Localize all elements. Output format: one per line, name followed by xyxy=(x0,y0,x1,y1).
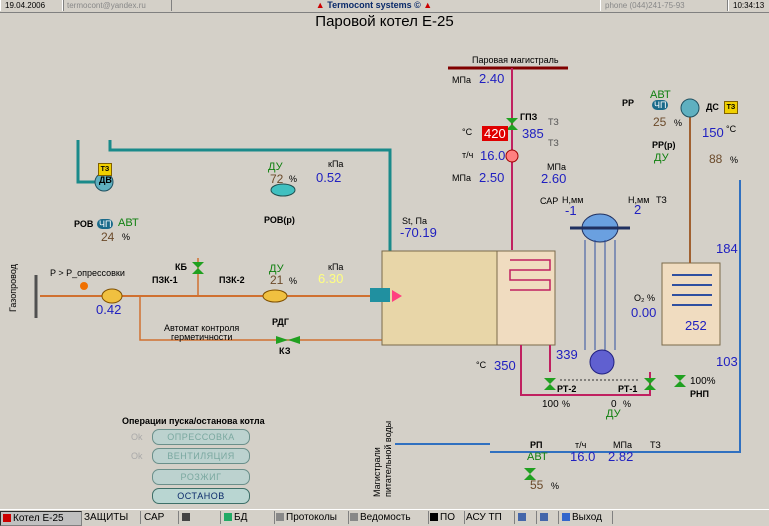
tab-db[interactable]: БД xyxy=(222,511,275,524)
gas-pressure: 0.42 xyxy=(96,302,122,317)
temp-value: 385 xyxy=(522,126,544,141)
temp-unit: °С xyxy=(462,127,473,137)
pressure-test-button[interactable]: ОПРЕССОВКА xyxy=(152,429,250,445)
tab-report[interactable]: Ведомость xyxy=(348,511,429,524)
tz-badge: ТЗ xyxy=(98,163,112,176)
tab-icon-2[interactable] xyxy=(538,511,559,524)
software-icon xyxy=(430,513,438,521)
steam-main-label: Паровая магистраль xyxy=(472,55,559,65)
mpa-unit: МПа xyxy=(452,75,471,85)
temp-350: 350 xyxy=(494,358,516,373)
air-pressure: 0.52 xyxy=(316,170,342,185)
clock: 10:34:13 xyxy=(728,0,769,11)
o2-value: 0.00 xyxy=(631,305,657,320)
value-252: 252 xyxy=(685,318,707,333)
date: 19.04.2006 xyxy=(0,0,64,11)
boiler-icon xyxy=(3,514,11,522)
tab-sar[interactable]: САР xyxy=(142,511,179,524)
drum-level-left: -1 xyxy=(565,203,577,218)
drum-level-right: 2 xyxy=(634,202,642,217)
tab-software[interactable]: ПО xyxy=(428,511,465,524)
temp-alarm: 420 xyxy=(482,126,508,141)
exit-icon xyxy=(562,513,570,521)
du1-percent: 72 xyxy=(270,172,284,186)
keyboard-icon xyxy=(182,513,190,521)
steam-pressure: 2.40 xyxy=(479,71,505,86)
gpz-label: ГПЗ xyxy=(520,112,538,122)
rp-percent: 55 xyxy=(530,478,544,492)
exit-button[interactable]: Выход xyxy=(560,511,613,524)
smoke-du-percent: 88 xyxy=(709,152,723,166)
database-icon xyxy=(224,513,232,521)
dv-percent: 24 xyxy=(101,230,115,244)
shutdown-button[interactable]: ОСТАНОВ xyxy=(152,488,250,504)
monitor-icon xyxy=(518,513,526,521)
arrow-icon xyxy=(540,513,548,521)
steam-pressure-2: 2.50 xyxy=(479,170,505,185)
taskbar: Котел Е-25 ЗАЩИТЫ САР БД Протоколы Ведом… xyxy=(0,509,769,526)
value-184: 184 xyxy=(716,241,738,256)
ds-percent: 25 xyxy=(653,115,667,129)
brand: ▲ Termocont systems © ▲ xyxy=(315,0,433,10)
ventilation-button[interactable]: ВЕНТИЛЯЦИЯ xyxy=(152,448,250,464)
drum-pressure: 2.60 xyxy=(541,171,567,186)
tab-boiler[interactable]: Котел Е-25 xyxy=(0,511,82,526)
temp-339: 339 xyxy=(556,347,578,362)
boiler-diagram xyxy=(34,66,741,480)
tab-protections[interactable]: ЗАЩИТЫ xyxy=(82,511,141,524)
tab-icon-1[interactable] xyxy=(516,511,537,524)
ops-title: Операции пуска/останова котла xyxy=(122,416,265,426)
steam-flow: 16.0 xyxy=(480,148,506,163)
tab-protocols[interactable]: Протоколы xyxy=(274,511,349,524)
page-title: Паровой котел Е-25 xyxy=(315,13,454,30)
tab-keyboard[interactable] xyxy=(180,511,221,524)
value-103: 103 xyxy=(716,354,738,369)
du2-percent: 21 xyxy=(270,273,284,287)
phone: phone (044)241-75-93 xyxy=(600,0,728,11)
protocol-icon xyxy=(276,513,284,521)
furnace-draft: -70.19 xyxy=(400,225,437,240)
feed-flow: 16.0 xyxy=(570,449,596,464)
feed-pressure: 2.82 xyxy=(608,449,634,464)
email: termocont@yandex.ru xyxy=(62,0,172,11)
gas-burner-pressure: 6.30 xyxy=(318,271,344,286)
ignition-button[interactable]: РОЗЖИГ xyxy=(152,469,250,485)
status-bar: 19.04.2006 termocont@yandex.ru ▲ Termoco… xyxy=(0,0,769,13)
flue-temp: 150 xyxy=(702,125,724,140)
tab-asu[interactable]: АСУ ТП xyxy=(464,511,515,524)
report-icon xyxy=(350,513,358,521)
